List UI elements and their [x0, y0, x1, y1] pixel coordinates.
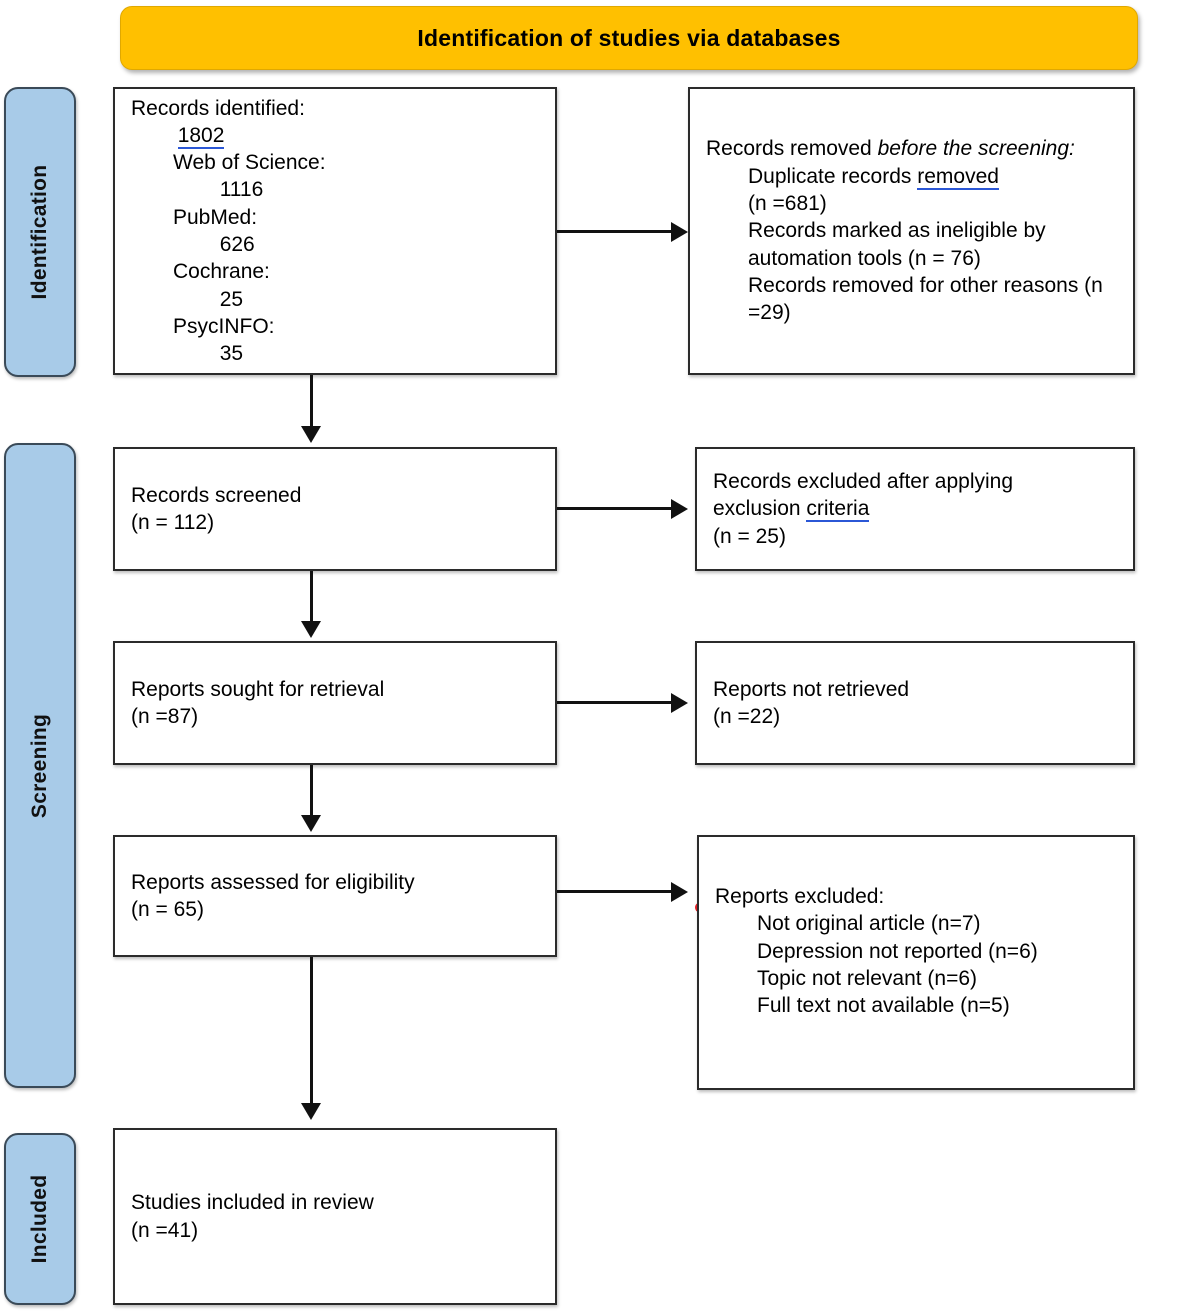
reports-excluded-body: Reports excluded: Not original article (…	[699, 837, 1133, 1019]
reports-assessed-count: (n = 65)	[131, 898, 204, 921]
connector-assessed-to-excluded	[557, 890, 673, 893]
reports-not-retrieved-count: (n =22)	[713, 705, 781, 728]
records-removed-body: Records removed before the screening: Du…	[690, 135, 1133, 326]
records-identified-total: 1802	[177, 123, 225, 149]
arrowhead-screened-to-excluded	[671, 499, 688, 519]
box-reports-excluded: Reports excluded: Not original article (…	[697, 835, 1135, 1090]
arrowhead-assessed-to-included	[301, 1103, 321, 1120]
removed-item-flagged: removed	[917, 164, 999, 190]
source-row: Cochrane: 25	[131, 258, 539, 313]
source-name: Web of Science:	[173, 151, 326, 175]
reports-not-retrieved-body: Reports not retrieved (n =22)	[697, 676, 1133, 731]
records-excluded-flagged: criteria	[806, 497, 870, 523]
source-name: PsycINFO:	[173, 314, 275, 338]
source-count: 1116	[219, 178, 264, 202]
records-screened-count: (n = 112)	[131, 511, 215, 534]
removed-item-count: (n =681)	[748, 192, 827, 216]
records-screened-body: Records screened (n = 112)	[115, 482, 555, 537]
box-records-excluded: Records excluded after applying exclusio…	[695, 447, 1135, 571]
connector-sought-to-not-retrieved	[557, 701, 673, 704]
stage-label-included: Included	[28, 1174, 51, 1264]
source-name: Cochrane:	[173, 260, 270, 284]
removed-item: Records marked as ineligible by automati…	[748, 219, 1052, 270]
connector-identified-to-removed	[557, 230, 673, 233]
source-count: 25	[219, 287, 244, 311]
records-excluded-body: Records excluded after applying exclusio…	[697, 468, 1133, 550]
records-identified-total-line: Records identified: 1802	[131, 95, 539, 150]
box-studies-included-in-review: Studies included in review (n =41)	[113, 1128, 557, 1305]
reports-not-retrieved-label: Reports not retrieved	[713, 677, 910, 701]
connector-screened-to-sought	[310, 571, 313, 623]
stage-sidebar-identification: Identification	[4, 87, 76, 377]
source-row: Web of Science: 1116	[131, 149, 539, 204]
excluded-reason: Full text not available (n=5)	[757, 994, 1010, 1018]
arrowhead-sought-to-assessed	[301, 815, 321, 832]
box-records-removed-before-screening: Records removed before the screening: Du…	[688, 87, 1135, 375]
records-excluded-line1: Records excluded after applying	[713, 470, 1014, 494]
connector-sought-to-assessed	[310, 765, 313, 817]
records-excluded-line2-text: exclusion	[713, 497, 807, 521]
arrowhead-identified-to-removed	[671, 222, 688, 242]
records-screened-label: Records screened	[131, 483, 302, 507]
connector-assessed-to-included	[310, 957, 313, 1105]
excluded-reason: Topic not relevant (n=6)	[757, 966, 978, 990]
arrowhead-sought-to-not-retrieved	[671, 693, 688, 713]
connector-identified-to-screened	[310, 375, 313, 428]
removed-item-text: Duplicate records	[748, 164, 918, 188]
arrowhead-assessed-to-excluded	[671, 882, 688, 902]
records-removed-lead-italic: before the screening	[877, 137, 1070, 161]
excluded-reason: Not original article (n=7)	[757, 912, 981, 936]
records-identified-title: Records identified:	[131, 96, 305, 120]
arrowhead-screened-to-sought	[301, 621, 321, 638]
box-records-identified: Records identified: 1802 Web of Science:…	[113, 87, 557, 375]
studies-included-label: Studies included in review	[131, 1191, 374, 1215]
removed-item: Records removed for other reasons (n =29…	[748, 273, 1109, 325]
studies-included-body: Studies included in review (n =41)	[115, 1189, 555, 1244]
excluded-reason: Depression not reported (n=6)	[757, 939, 1038, 963]
reports-sought-count: (n =87)	[131, 705, 199, 728]
box-records-screened: Records screened (n = 112)	[113, 447, 557, 571]
source-row: PsycINFO: 35	[131, 313, 539, 368]
reports-sought-body: Reports sought for retrieval (n =87)	[115, 676, 555, 731]
connector-screened-to-excluded	[557, 507, 673, 510]
source-name: PubMed:	[173, 205, 258, 229]
arrowhead-identified-to-screened	[301, 426, 321, 443]
removed-item: Duplicate records removed	[706, 163, 1117, 190]
records-removed-lead-plain: Records removed	[706, 137, 878, 161]
stage-label-identification: Identification	[28, 164, 51, 300]
box-reports-not-retrieved: Reports not retrieved (n =22)	[695, 641, 1135, 765]
studies-included-count: (n =41)	[131, 1218, 199, 1242]
records-excluded-count: (n = 25)	[713, 524, 786, 548]
records-removed-lead-colon: :	[1069, 137, 1075, 161]
banner-identification-databases: Identification of studies via databases	[120, 6, 1138, 70]
reports-sought-label: Reports sought for retrieval	[131, 677, 385, 701]
source-count: 626	[219, 233, 255, 256]
records-excluded-line2: exclusion criteria	[713, 495, 1117, 523]
box-reports-assessed-for-eligibility: Reports assessed for eligibility (n = 65…	[113, 835, 557, 957]
stage-sidebar-included: Included	[4, 1133, 76, 1305]
reports-assessed-body: Reports assessed for eligibility (n = 65…	[115, 869, 555, 924]
source-row: PubMed: 626	[131, 204, 539, 259]
box-reports-sought-for-retrieval: Reports sought for retrieval (n =87)	[113, 641, 557, 765]
records-identified-body: Records identified: 1802 Web of Science:…	[115, 95, 555, 368]
reports-excluded-title: Reports excluded:	[715, 885, 885, 908]
source-count: 35	[219, 342, 244, 366]
records-removed-lead: Records removed before the screening:	[706, 135, 1117, 162]
reports-assessed-label: Reports assessed for eligibility	[131, 870, 415, 894]
stage-label-screening: Screening	[28, 713, 51, 818]
stage-sidebar-screening: Screening	[4, 443, 76, 1088]
banner-title: Identification of studies via databases	[417, 24, 841, 51]
